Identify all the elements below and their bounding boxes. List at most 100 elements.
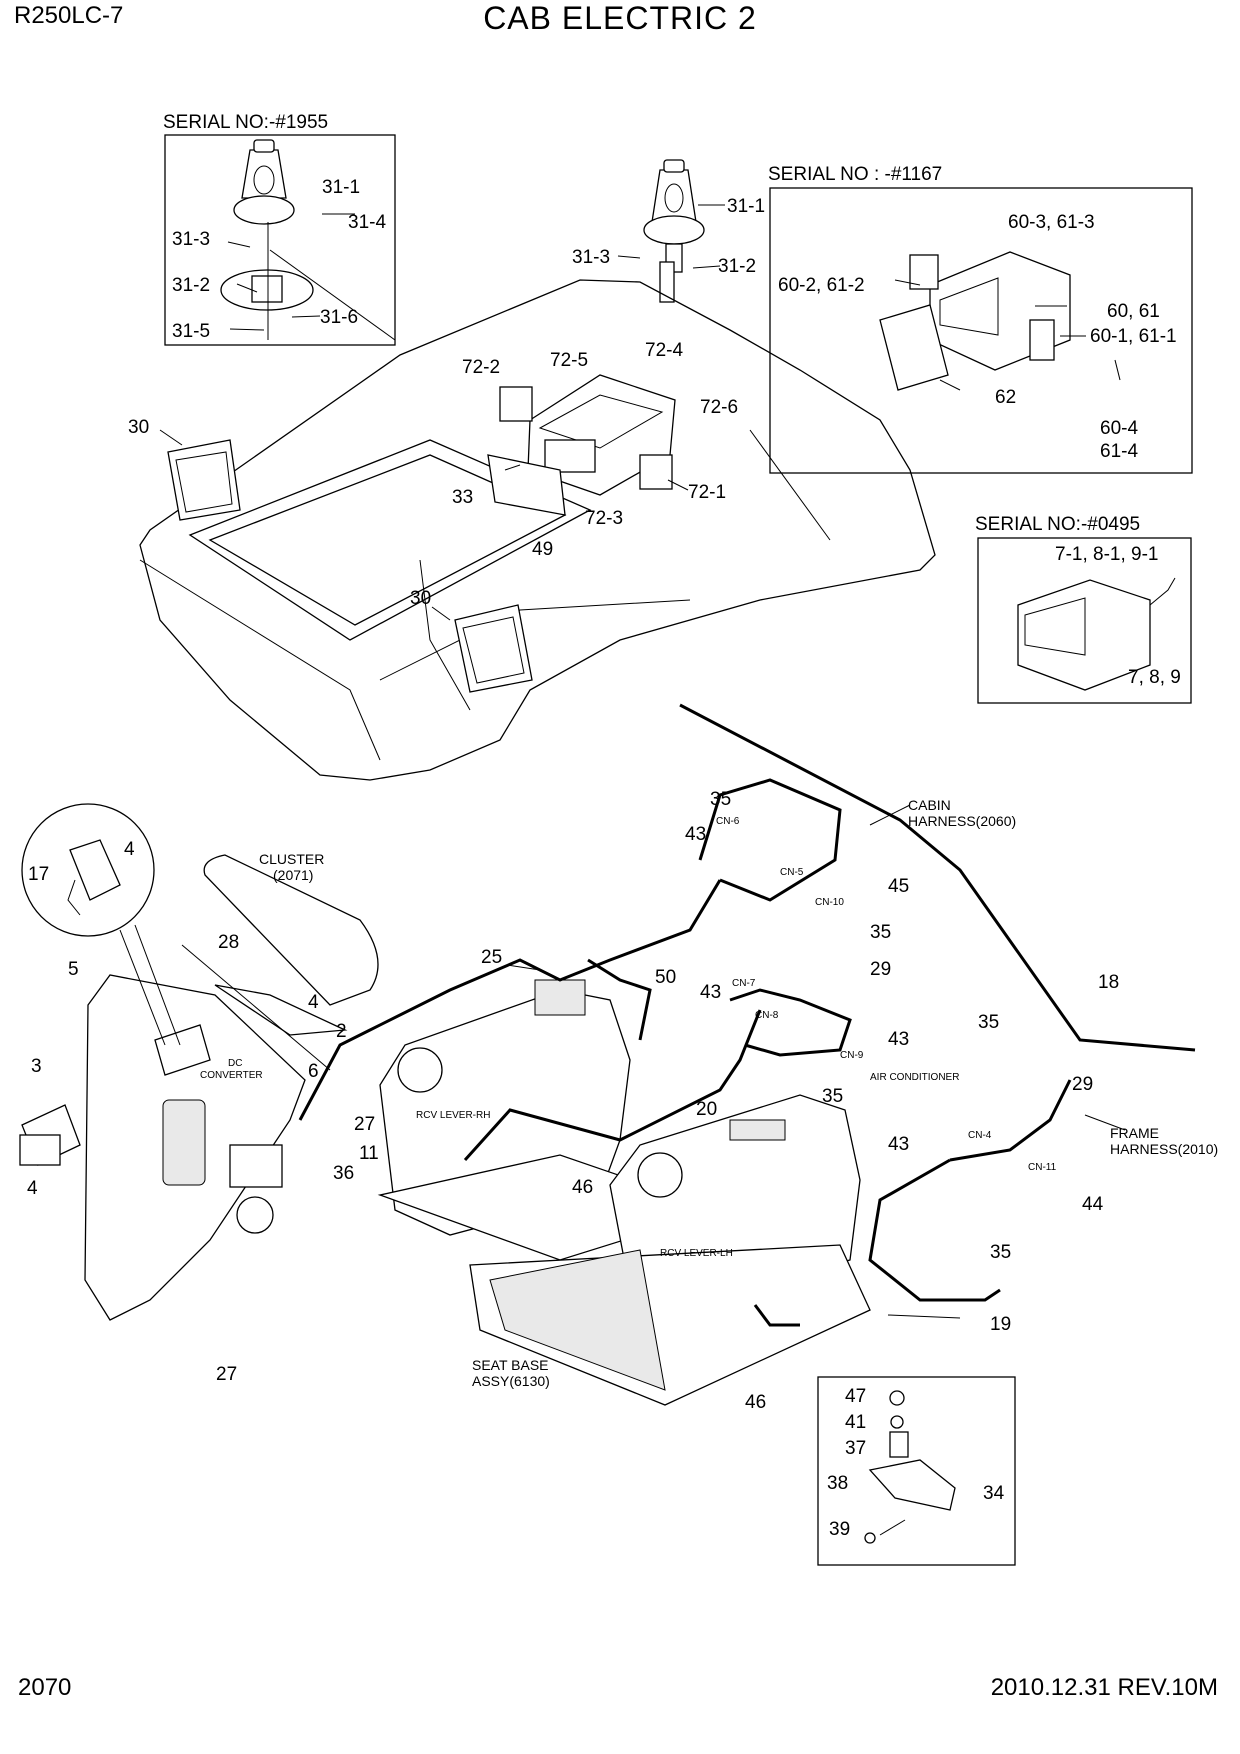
callout: 31-4 xyxy=(348,212,386,233)
harness-46 xyxy=(753,1304,800,1327)
callout: 27 xyxy=(216,1364,237,1385)
callout: 11 xyxy=(359,1143,379,1164)
callout: 60, 61 xyxy=(1107,301,1160,322)
callout: 43 xyxy=(888,1134,909,1155)
callout: 37 xyxy=(845,1438,866,1459)
connector-cn7: CN-7 xyxy=(732,978,756,989)
zoom-line xyxy=(134,924,181,1046)
zoom-line xyxy=(119,929,166,1046)
callout: 7-1, 8-1, 9-1 xyxy=(1055,544,1159,565)
callout: 6 xyxy=(308,1061,319,1082)
harness-conn-branch xyxy=(729,988,1072,1162)
callout: 46 xyxy=(745,1392,766,1413)
callout: 38 xyxy=(827,1473,848,1494)
callout: 43 xyxy=(685,824,706,845)
inset-box-switch xyxy=(817,1376,1016,1566)
label-air-conditioner: AIR CONDITIONER xyxy=(870,1072,959,1083)
label-seat-base-ref: ASSY(6130) xyxy=(472,1373,550,1389)
label-frame: FRAME xyxy=(1110,1125,1159,1141)
cabin-harness xyxy=(298,703,1196,1121)
callout: 31-3 xyxy=(172,229,210,250)
leader-lines xyxy=(159,204,1126,1319)
callout: 35 xyxy=(822,1086,843,1107)
callout: 49 xyxy=(532,539,553,560)
callout: 60-4 xyxy=(1100,418,1138,439)
callout: 35 xyxy=(990,1242,1011,1263)
callout: 36 xyxy=(333,1163,354,1184)
callout: 29 xyxy=(1072,1074,1093,1095)
inset-box-radio-b xyxy=(977,537,1192,704)
callout: 41 xyxy=(845,1412,866,1433)
callout: 4 xyxy=(124,839,135,860)
inset-title-radio-a: SERIAL NO : -#1167 xyxy=(768,164,942,185)
callout: 34 xyxy=(983,1483,1005,1504)
work-lamp-left xyxy=(167,439,241,521)
beacon-lamp xyxy=(643,159,705,303)
inset-title-radio-b: SERIAL NO:-#0495 xyxy=(975,514,1140,535)
callout: 35 xyxy=(978,1012,999,1033)
callout: 50 xyxy=(655,967,676,988)
connector-cn9: CN-9 xyxy=(840,1050,864,1061)
callout: 72-3 xyxy=(585,508,623,529)
radio-unit-inset-a xyxy=(879,251,1071,391)
page-title: CAB ELECTRIC 2 xyxy=(483,0,757,36)
callout: 31-1 xyxy=(727,196,765,217)
callout: 17 xyxy=(28,864,49,885)
callout: 72-5 xyxy=(550,350,588,371)
radio-unit-inset-b xyxy=(1017,577,1176,691)
callout: 31-2 xyxy=(718,256,756,277)
cluster xyxy=(203,854,379,1006)
radio-unit xyxy=(487,374,676,516)
callout: 2 xyxy=(336,1021,347,1042)
callout: 33 xyxy=(452,487,473,508)
callout: 7, 8, 9 xyxy=(1128,667,1181,688)
callout: 25 xyxy=(481,947,502,968)
label-cabin: CABIN xyxy=(908,797,951,813)
inset-box-radio-a xyxy=(769,187,1193,474)
label-converter: CONVERTER xyxy=(200,1070,263,1081)
inset-title-beacon: SERIAL NO:-#1955 xyxy=(163,112,328,133)
connector-cn11: CN-11 xyxy=(1028,1162,1057,1173)
label-rcv-lever-rh: RCV LEVER-RH xyxy=(416,1110,490,1121)
callout: 31-1 xyxy=(322,177,360,198)
callout: 29 xyxy=(870,959,891,980)
callout: 30 xyxy=(410,588,431,609)
callout: 31-3 xyxy=(572,247,610,268)
connector-cn4: CN-4 xyxy=(968,1130,992,1141)
callout: 3 xyxy=(31,1056,42,1077)
callout: 60-2, 61-2 xyxy=(778,275,865,296)
callout: 4 xyxy=(308,992,319,1013)
callout: 72-4 xyxy=(645,340,683,361)
connector-cn5: CN-5 xyxy=(780,867,804,878)
connector-cn10: CN-10 xyxy=(815,897,844,908)
switch-assembly xyxy=(864,1390,956,1544)
left-console-panel xyxy=(84,974,306,1321)
harness-50 xyxy=(587,958,652,1041)
callout: 35 xyxy=(710,789,731,810)
label-cabin-harness: HARNESS(2060) xyxy=(908,813,1016,829)
label-seat-base: SEAT BASE xyxy=(472,1357,549,1373)
callout: 61-4 xyxy=(1100,441,1138,462)
callout: 27 xyxy=(354,1114,375,1135)
revision-date: 2010.12.31 REV.10M xyxy=(990,1674,1218,1701)
callout: 4 xyxy=(27,1178,38,1199)
harness-20 xyxy=(463,1009,762,1162)
callout: 31-5 xyxy=(172,321,210,342)
inset-box-beacon xyxy=(164,134,396,346)
inset-circle-dc-converter xyxy=(21,803,155,937)
callout: 31-2 xyxy=(172,275,210,296)
callout: 39 xyxy=(829,1519,850,1540)
cluster-bracket xyxy=(181,944,348,1071)
cab-roof xyxy=(139,279,936,781)
callout: 47 xyxy=(845,1386,866,1407)
callout: 72-2 xyxy=(462,357,500,378)
callout: 45 xyxy=(888,876,909,897)
callout: 18 xyxy=(1098,972,1119,993)
bracket-3 xyxy=(19,1104,81,1166)
label-frame-harness: HARNESS(2010) xyxy=(1110,1141,1218,1157)
callout: 44 xyxy=(1082,1194,1104,1215)
callout: 5 xyxy=(68,959,79,980)
callout: 31-6 xyxy=(320,307,358,328)
label-rcv-lever-lh: RCV LEVER-LH xyxy=(660,1248,733,1259)
